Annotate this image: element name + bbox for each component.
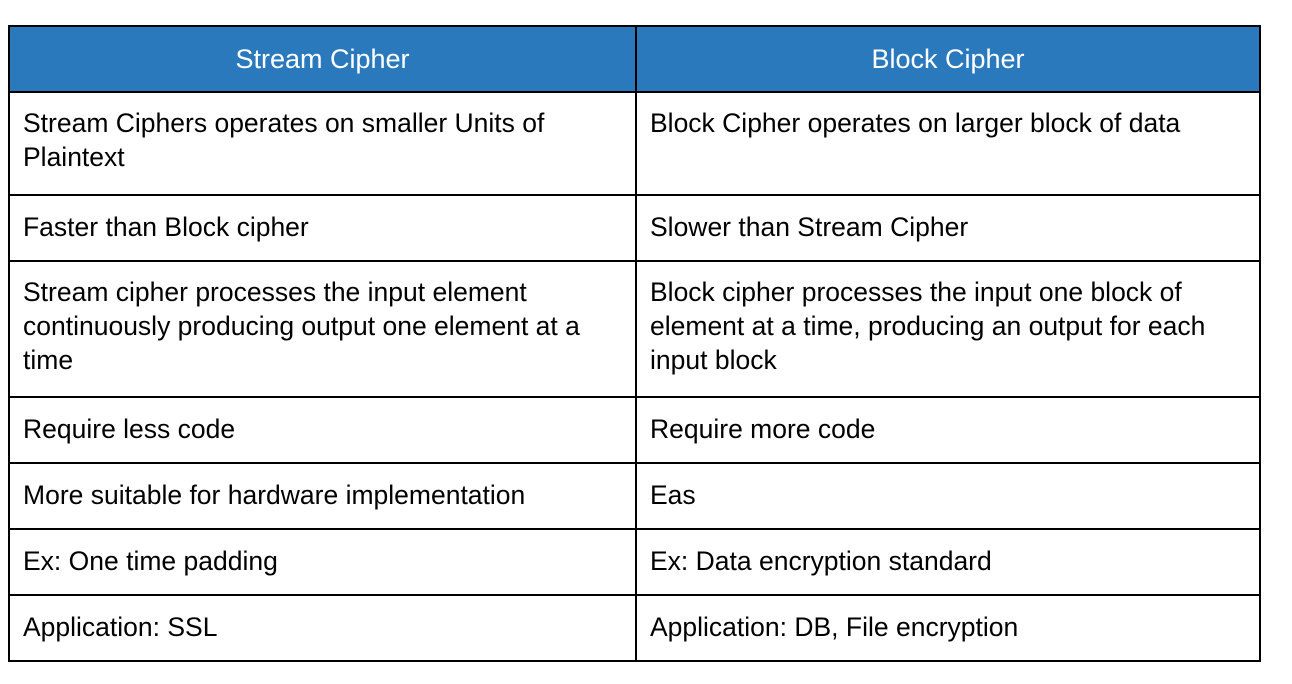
table-row: Stream Ciphers operates on smaller Units…: [8, 91, 1261, 196]
table-row: Faster than Block cipher Slower than Str…: [8, 194, 1261, 262]
table-row: Application: SSL Application: DB, File e…: [8, 594, 1261, 662]
cell-text: Faster than Block cipher: [23, 212, 309, 243]
table-body: Stream Ciphers operates on smaller Units…: [8, 91, 1261, 662]
cell-text: Ex: Data encryption standard: [650, 546, 992, 577]
table-cell-stream-7: Application: SSL: [8, 594, 637, 662]
table-header: Stream Cipher Block Cipher: [8, 25, 1261, 93]
column-header-stream-cipher: Stream Cipher: [8, 25, 637, 93]
table-cell-block-2: Slower than Stream Cipher: [635, 194, 1261, 262]
table-cell-stream-5: More suitable for hardware implementatio…: [8, 462, 637, 530]
cell-text: Require more code: [650, 414, 876, 445]
cell-text: More suitable for hardware implementatio…: [23, 480, 526, 511]
cell-text: Application: DB, File encryption: [650, 612, 1019, 643]
cell-text: Slower than Stream Cipher: [650, 212, 969, 243]
table-cell-stream-1: Stream Ciphers operates on smaller Units…: [8, 91, 637, 196]
table-cell-block-5: Eas: [635, 462, 1261, 530]
table-header-row: Stream Cipher Block Cipher: [8, 25, 1261, 93]
table-cell-stream-3: Stream cipher processes the input elemen…: [8, 260, 637, 398]
cell-text: Stream Ciphers operates on smaller Units…: [23, 108, 545, 172]
cell-text: Ex: One time padding: [23, 546, 278, 577]
table-row: Stream cipher processes the input elemen…: [8, 260, 1261, 398]
table-cell-block-7: Application: DB, File encryption: [635, 594, 1261, 662]
cipher-comparison-table: Stream Cipher Block Cipher Stream Cipher…: [8, 25, 1261, 662]
cell-text: Block cipher processes the input one blo…: [650, 277, 1206, 375]
table-cell-stream-4: Require less code: [8, 396, 637, 464]
cell-text: Eas: [650, 480, 696, 511]
table-row: Require less code Require more code: [8, 396, 1261, 464]
table-cell-stream-6: Ex: One time padding: [8, 528, 637, 596]
table-cell-block-4: Require more code: [635, 396, 1261, 464]
table-row: More suitable for hardware implementatio…: [8, 462, 1261, 530]
table-cell-block-1: Block Cipher operates on larger block of…: [635, 91, 1261, 196]
table-cell-block-3: Block cipher processes the input one blo…: [635, 260, 1261, 398]
cell-text: Application: SSL: [23, 612, 218, 643]
table-row: Ex: One time padding Ex: Data encryption…: [8, 528, 1261, 596]
cell-text: Stream cipher processes the input elemen…: [23, 277, 580, 375]
cell-text: Block Cipher operates on larger block of…: [650, 108, 1181, 138]
table-cell-stream-2: Faster than Block cipher: [8, 194, 637, 262]
column-header-block-cipher: Block Cipher: [635, 25, 1261, 93]
table-cell-block-6: Ex: Data encryption standard: [635, 528, 1261, 596]
cell-text: Require less code: [23, 414, 236, 445]
